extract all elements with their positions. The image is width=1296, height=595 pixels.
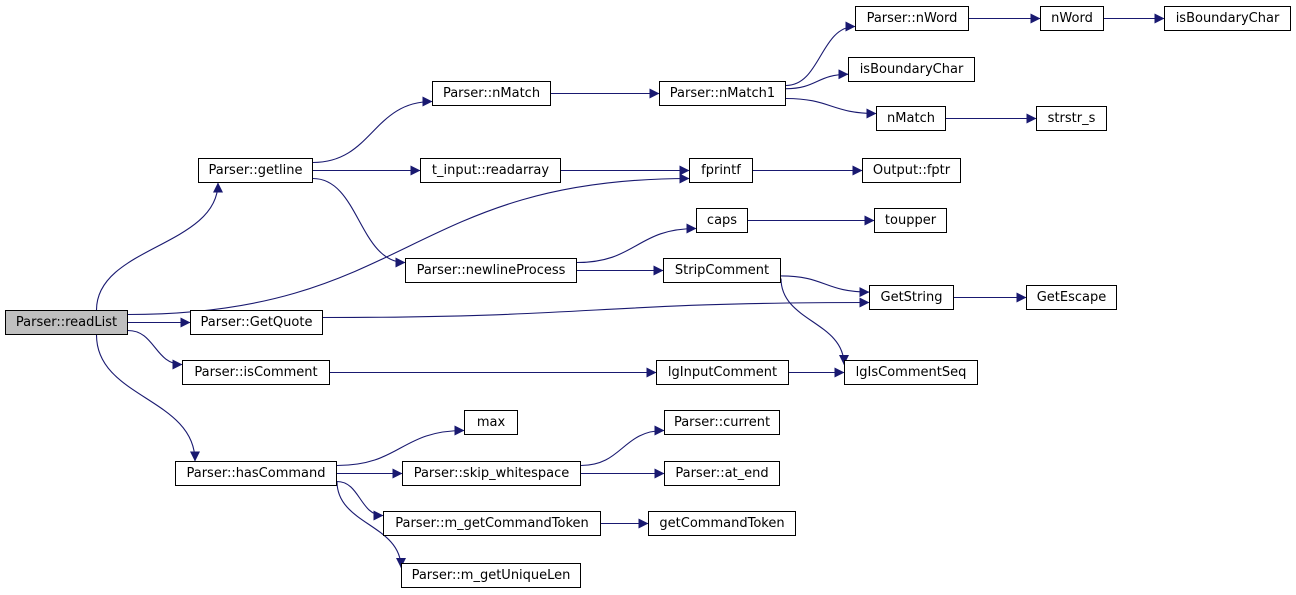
edge-newlineProcess-to-caps [576, 223, 697, 264]
node-parser-iscomment[interactable]: Parser::isComment [182, 360, 330, 385]
edge-nMatch1-to-nWordP [785, 21, 856, 87]
node-parser-hascommand[interactable]: Parser::hasCommand [175, 461, 337, 486]
edge-readList-to-fprintf [127, 173, 690, 316]
node-fprintf[interactable]: fprintf [689, 158, 753, 183]
edge-readList-to-getline [95, 182, 223, 311]
node-isboundarychar[interactable]: isBoundaryChar [848, 57, 975, 82]
edge-hasCommand-to-m_getCommandToken [336, 480, 384, 521]
node-parser-newlineprocess[interactable]: Parser::newlineProcess [405, 258, 577, 283]
edge-nMatch1-to-nMatchF [785, 97, 877, 119]
node-parser-nmatch1[interactable]: Parser::nMatch1 [659, 81, 786, 106]
edge-skip_whitespace-to-current [580, 425, 665, 467]
node-parser-getline[interactable]: Parser::getline [198, 158, 313, 183]
node-isboundarychar-top[interactable]: isBoundaryChar [1164, 6, 1291, 31]
node-parser-at-end[interactable]: Parser::at_end [664, 461, 780, 486]
edge-hasCommand-to-max [336, 425, 465, 467]
node-nmatch[interactable]: nMatch [876, 106, 946, 131]
node-parser-m-getcommandtoken[interactable]: Parser::m_getCommandToken [383, 511, 601, 536]
edge-StripComment-to-lgIsCommentSeq [780, 278, 849, 365]
node-strstr-s[interactable]: strstr_s [1036, 106, 1107, 131]
node-parser-m-getuniquelen[interactable]: Parser::m_getUniqueLen [401, 563, 581, 588]
node-parser-readlist: Parser::readList [5, 310, 128, 335]
node-toupper[interactable]: toupper [874, 208, 947, 233]
edge-readList-to-isComment [127, 329, 183, 370]
node-getescape[interactable]: GetEscape [1026, 285, 1117, 310]
node-parser-skip-whitespace[interactable]: Parser::skip_whitespace [402, 461, 581, 486]
node-output-fptr[interactable]: Output::fptr [862, 158, 961, 183]
node-lgiscommentseq[interactable]: lgIsCommentSeq [844, 360, 978, 385]
edge-hasCommand-to-m_getUniqueLen [336, 481, 406, 568]
node-t-input-readarray[interactable]: t_input::readarray [420, 158, 561, 183]
edge-GetQuote-to-GetString [322, 297, 870, 319]
edge-nMatch1-to-isBoundaryChar2 [785, 69, 849, 90]
node-nword[interactable]: nWord [1040, 6, 1104, 31]
edge-getline-to-newlineProcess [312, 177, 406, 268]
node-max[interactable]: max [464, 410, 518, 435]
edge-getline-to-nMatch [312, 96, 433, 164]
node-parser-current[interactable]: Parser::current [664, 410, 780, 435]
node-caps[interactable]: caps [696, 208, 748, 233]
node-getstring[interactable]: GetString [869, 285, 954, 310]
node-stripcomment[interactable]: StripComment [663, 258, 781, 283]
edge-StripComment-to-GetString [780, 275, 870, 298]
node-getcommandtoken[interactable]: getCommandToken [648, 511, 796, 536]
edge-readList-to-hasCommand [95, 334, 200, 462]
node-parser-getquote[interactable]: Parser::GetQuote [190, 310, 323, 335]
node-parser-nword[interactable]: Parser::nWord [855, 6, 969, 31]
node-parser-nmatch[interactable]: Parser::nMatch [432, 81, 551, 106]
node-lginputcomment[interactable]: lgInputComment [656, 360, 789, 385]
